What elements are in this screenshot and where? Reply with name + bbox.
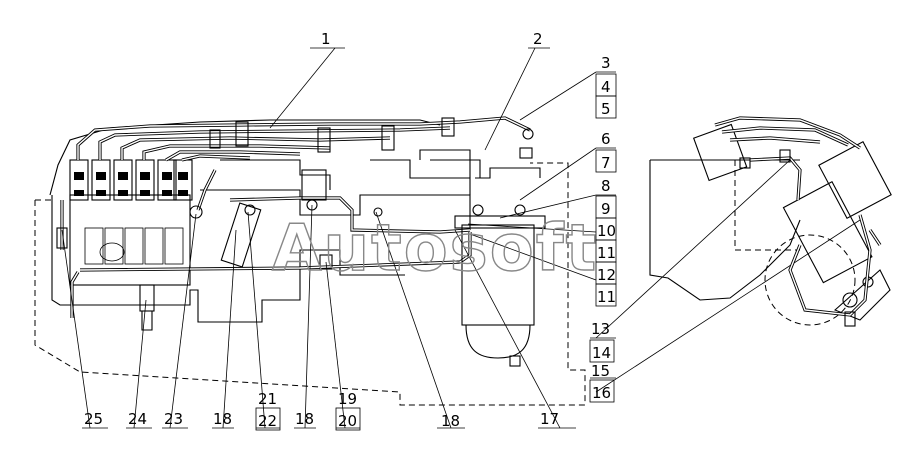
fuel-filter <box>454 204 546 367</box>
callout-14: 14 <box>592 344 611 362</box>
callout-labels: 1 2 3 4 5 6 7 8 9 10 11 12 11 13 14 15 1… <box>84 30 616 430</box>
mounting-brackets <box>139 169 383 331</box>
callout-boxes <box>255 73 617 431</box>
callout-6: 6 <box>601 130 611 148</box>
callout-18-left: 18 <box>213 410 232 428</box>
callout-11-upper: 11 <box>597 244 616 262</box>
callout-10: 10 <box>597 222 616 240</box>
injection-pump-sections <box>69 159 193 201</box>
callout-18-right: 18 <box>441 412 460 430</box>
leader-lines <box>61 47 861 429</box>
callout-21: 21 <box>258 390 277 408</box>
callout-22: 22 <box>258 412 277 430</box>
callout-7: 7 <box>601 154 611 172</box>
callout-4: 4 <box>601 78 611 96</box>
callout-17: 17 <box>540 410 559 428</box>
callout-9: 9 <box>601 200 611 218</box>
callout-18-middle: 18 <box>295 410 314 428</box>
callout-19: 19 <box>338 390 357 408</box>
callout-15: 15 <box>591 362 610 380</box>
callout-13: 13 <box>591 320 610 338</box>
watermark-text: Autosoft <box>272 212 598 286</box>
callout-1: 1 <box>321 30 331 48</box>
callout-23: 23 <box>164 410 183 428</box>
callout-16: 16 <box>592 384 611 402</box>
engine-side-view <box>649 116 892 327</box>
high-pressure-fuel-lines <box>76 116 534 162</box>
callout-2: 2 <box>533 30 543 48</box>
callout-12: 12 <box>597 266 616 284</box>
callout-5: 5 <box>601 100 611 118</box>
return-fuel-line <box>56 169 472 318</box>
callout-24: 24 <box>128 410 147 428</box>
callout-8: 8 <box>601 177 611 195</box>
callout-11-lower: 11 <box>597 288 616 306</box>
callout-3: 3 <box>601 54 611 72</box>
callout-20: 20 <box>338 412 357 430</box>
callout-25: 25 <box>84 410 103 428</box>
